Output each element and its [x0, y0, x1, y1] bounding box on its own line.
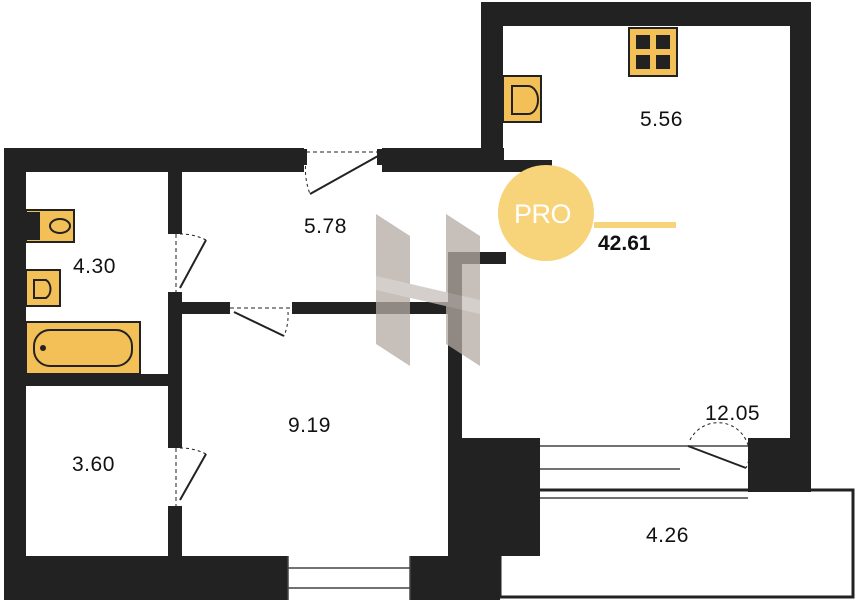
storage-area-label: 3.60 [72, 453, 115, 476]
watermark-logo [376, 214, 480, 366]
kitchen-area-label: 5.56 [640, 108, 683, 131]
walls [4, 2, 811, 600]
balcony-area-label: 4.26 [646, 524, 689, 547]
bathroom-sink-icon [25, 269, 61, 307]
bedroom-area-label: 9.19 [288, 414, 331, 437]
toilet-icon [25, 209, 75, 243]
windows [287, 445, 748, 600]
total-area: 42.61 [598, 232, 651, 255]
fixtures [25, 27, 678, 375]
pro-badge-label: PRO [514, 199, 572, 229]
bathroom-area-label: 4.30 [73, 255, 116, 278]
pro-badge [498, 165, 676, 261]
living-area-label: 12.05 [705, 402, 761, 425]
hall-area-label: 5.78 [304, 215, 347, 238]
bathtub-icon [25, 321, 141, 375]
doors [175, 149, 750, 506]
kitchen-sink-icon [502, 75, 542, 123]
stove-icon [628, 27, 678, 77]
balcony-outline [498, 488, 855, 599]
